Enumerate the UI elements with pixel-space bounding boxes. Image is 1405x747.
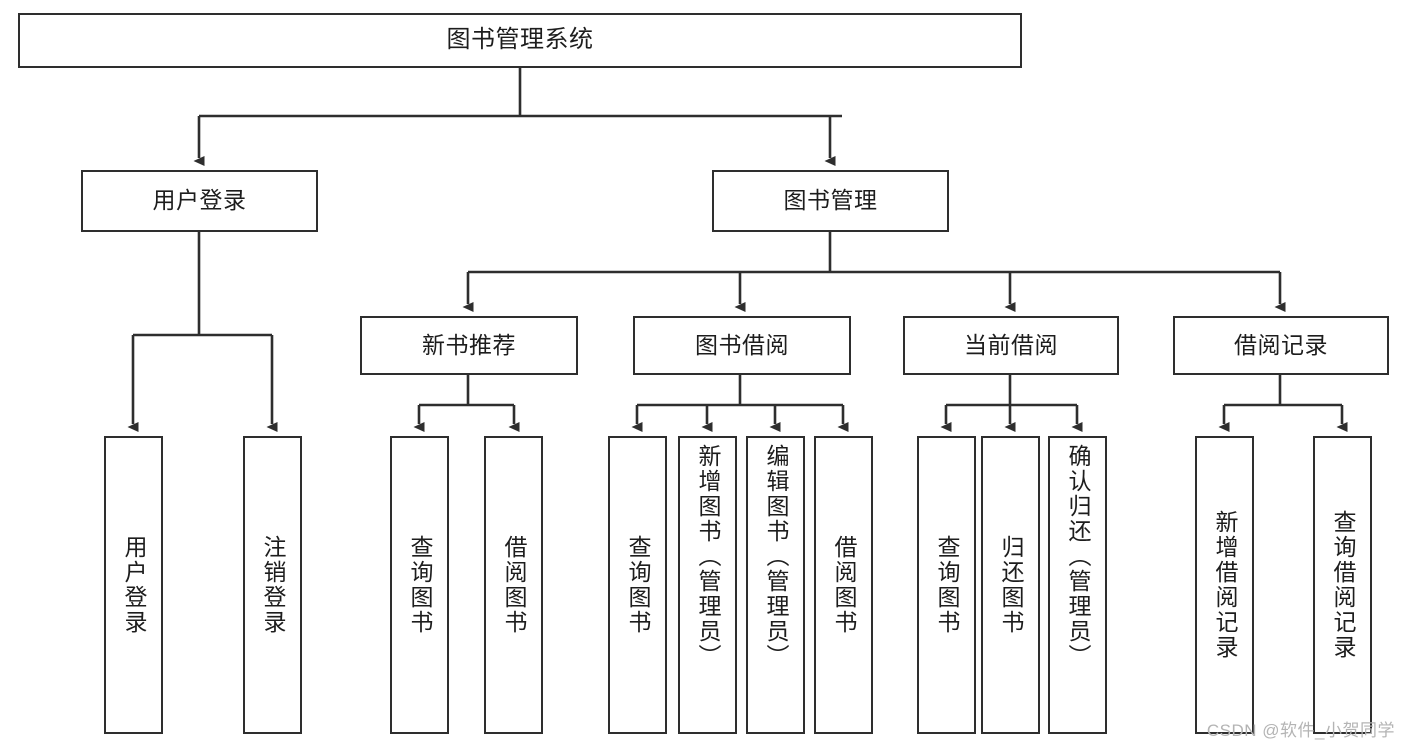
leaf-book-borrow-query[interactable]: 查询图书: [608, 436, 667, 734]
node-label: 查询图书: [407, 535, 433, 635]
node-book-borrow[interactable]: 图书借阅: [633, 316, 851, 375]
leaf-current-borrow-query[interactable]: 查询图书: [917, 436, 976, 734]
node-label: 图书管理系统: [446, 26, 594, 54]
node-label: 新增图书（管理员）: [695, 444, 721, 669]
node-label: 用户登录: [152, 187, 247, 214]
node-label: 用户登录: [121, 535, 147, 635]
leaf-borrow-record-add[interactable]: 新增借阅记录: [1195, 436, 1254, 734]
node-new-book-recommend[interactable]: 新书推荐: [360, 316, 578, 375]
node-book-management[interactable]: 图书管理: [712, 170, 949, 232]
node-label: 借阅记录: [1234, 331, 1328, 358]
node-label: 查询图书: [934, 535, 960, 635]
leaf-book-borrow-edit[interactable]: 编辑图书（管理员）: [746, 436, 805, 734]
leaf-current-borrow-confirm[interactable]: 确认归还（管理员）: [1048, 436, 1107, 734]
node-label: 确认归还（管理员）: [1065, 444, 1091, 669]
watermark: CSDN @软件_小贺同学: [1206, 721, 1395, 740]
leaf-user-login-signout[interactable]: 注销登录: [243, 436, 302, 734]
node-label: 图书借阅: [695, 331, 789, 358]
node-label: 编辑图书（管理员）: [763, 444, 789, 669]
leaf-borrow-record-query[interactable]: 查询借阅记录: [1313, 436, 1372, 734]
node-label: 当前借阅: [964, 331, 1058, 358]
node-label: 查询借阅记录: [1330, 510, 1356, 660]
node-label: 借阅图书: [831, 535, 857, 635]
node-label: 查询图书: [625, 535, 651, 635]
leaf-user-login-signin[interactable]: 用户登录: [104, 436, 163, 734]
node-label: 归还图书: [998, 535, 1024, 635]
leaf-book-borrow-borrow[interactable]: 借阅图书: [814, 436, 873, 734]
node-label: 图书管理: [783, 187, 878, 214]
node-current-borrow[interactable]: 当前借阅: [903, 316, 1119, 375]
node-user-login[interactable]: 用户登录: [81, 170, 318, 232]
node-label: 新增借阅记录: [1212, 510, 1238, 660]
leaf-current-borrow-return[interactable]: 归还图书: [981, 436, 1040, 734]
node-root-system[interactable]: 图书管理系统: [18, 13, 1022, 68]
node-label: 借阅图书: [501, 535, 527, 635]
node-borrow-record[interactable]: 借阅记录: [1173, 316, 1389, 375]
node-label: 新书推荐: [422, 331, 516, 358]
node-label: 注销登录: [260, 535, 286, 635]
leaf-new-book-query[interactable]: 查询图书: [390, 436, 449, 734]
leaf-new-book-borrow[interactable]: 借阅图书: [484, 436, 543, 734]
leaf-book-borrow-add[interactable]: 新增图书（管理员）: [678, 436, 737, 734]
